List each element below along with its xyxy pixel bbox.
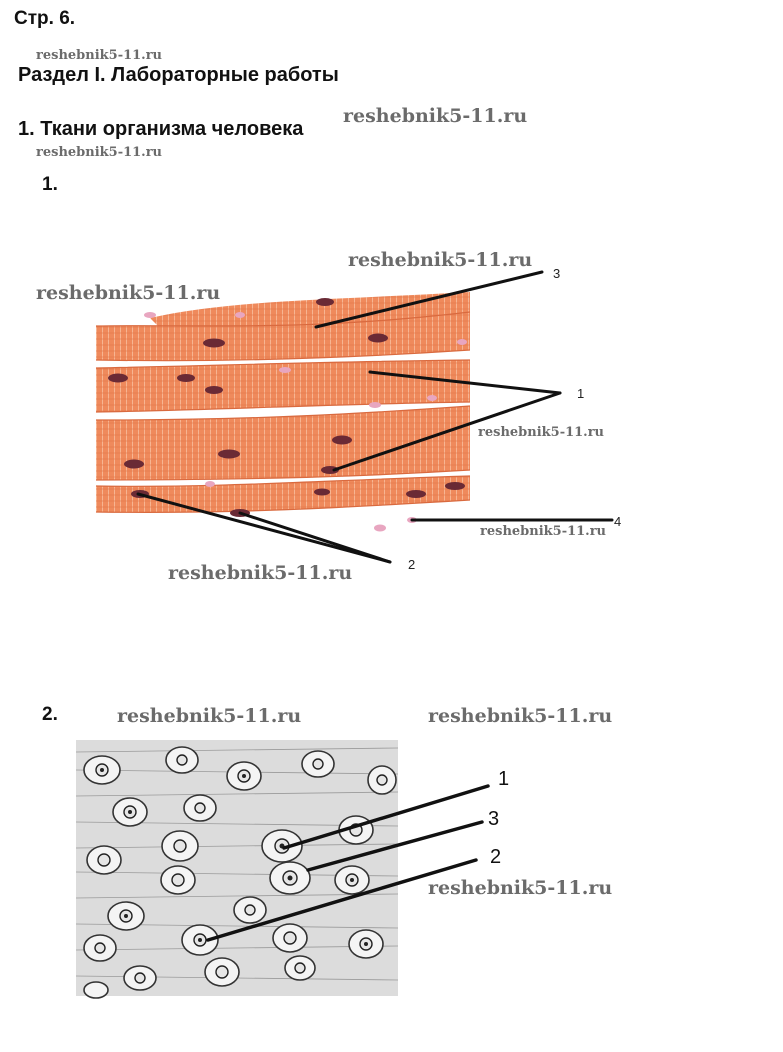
nucleus: [124, 459, 144, 469]
connective-cell: [144, 312, 156, 318]
watermark: reshebnik5-11.ru: [117, 705, 302, 727]
watermark: reshebnik5-11.ru: [36, 48, 163, 63]
watermark: reshebnik5-11.ru: [36, 145, 163, 160]
callout-label: 2: [490, 846, 502, 868]
nucleus: [203, 338, 225, 348]
topic-title: 1. Ткани организма человека: [18, 118, 304, 140]
callout-label: 2: [408, 557, 416, 572]
connective-cell: [427, 395, 437, 401]
section-title: Раздел I. Лабораторные работы: [18, 64, 339, 86]
epithelium-micrograph: [75, 740, 399, 999]
watermark: reshebnik5-11.ru: [480, 524, 607, 539]
watermark: reshebnik5-11.ru: [478, 425, 605, 440]
nucleus: [108, 373, 128, 383]
callout-label: 3: [553, 266, 561, 281]
connective-cell: [374, 524, 386, 532]
figure-1-number: 1.: [42, 174, 58, 195]
nucleus: [177, 374, 195, 382]
nucleus: [321, 466, 339, 474]
muscle-fiber: [96, 312, 470, 361]
page-number: Стр. 6.: [14, 8, 76, 29]
nucleus: [314, 488, 330, 496]
callout-label: 1: [577, 386, 585, 401]
connective-cell: [279, 367, 291, 373]
watermark: reshebnik5-11.ru: [343, 105, 528, 127]
muscle-fiber: [96, 476, 470, 513]
connective-cell: [369, 402, 381, 408]
nucleus: [368, 333, 388, 343]
callout-label: 3: [488, 808, 500, 830]
nucleus: [205, 386, 223, 394]
watermark: reshebnik5-11.ru: [168, 562, 353, 584]
figure-2-number: 2.: [42, 704, 58, 725]
watermark: reshebnik5-11.ru: [428, 877, 613, 899]
nucleus: [406, 490, 426, 498]
nucleus: [316, 298, 334, 306]
watermark: reshebnik5-11.ru: [428, 705, 613, 727]
connective-cell: [205, 481, 215, 487]
nucleus: [332, 435, 352, 445]
nucleus: [445, 482, 465, 490]
callout-label: 1: [498, 768, 510, 790]
connective-cell: [457, 339, 467, 345]
connective-cell: [235, 312, 245, 318]
muscle-fiber: [96, 406, 470, 480]
epithelial-cell: [83, 981, 109, 999]
callout-label: 4: [614, 514, 622, 529]
nucleus: [218, 449, 240, 459]
watermark: reshebnik5-11.ru: [348, 249, 533, 271]
watermark: reshebnik5-11.ru: [36, 282, 221, 304]
